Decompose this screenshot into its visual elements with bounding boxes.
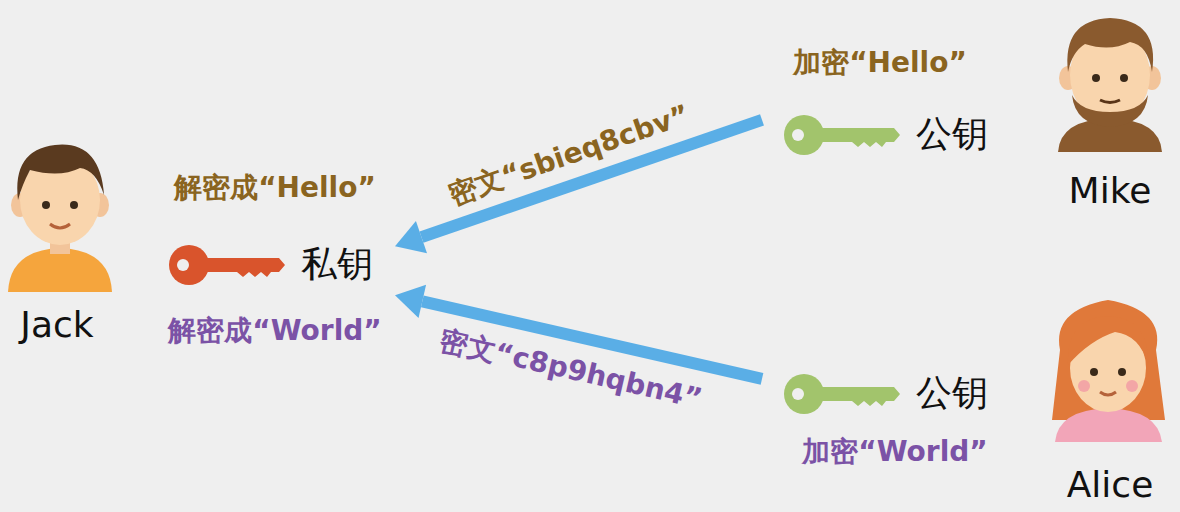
person-name: Jack	[20, 304, 93, 345]
person-name: Alice	[1067, 464, 1154, 505]
key-label: 公钥	[916, 369, 988, 418]
action-note: 加密“Hello”	[793, 44, 967, 82]
alice-figure	[1052, 300, 1165, 442]
ciphertext-label: 密文“c8p9hqbn4”	[436, 322, 706, 419]
key-node: 公钥	[770, 98, 1000, 171]
action-note: 解密成“World”	[168, 312, 381, 350]
key-node: 公钥	[770, 357, 1000, 430]
key-label: 公钥	[916, 110, 988, 159]
mike-figure	[1058, 18, 1162, 152]
key-node: 私钥	[155, 228, 385, 301]
person-name: Mike	[1069, 170, 1152, 211]
key-icon	[167, 243, 287, 287]
action-note: 加密“World”	[802, 433, 987, 471]
key-icon	[782, 113, 902, 157]
jack-figure	[8, 145, 112, 292]
action-note: 解密成“Hello”	[174, 169, 376, 207]
ciphertext-label: 密文“sbieq8cbv”	[443, 96, 694, 214]
key-label: 私钥	[301, 240, 373, 289]
key-icon	[782, 372, 902, 416]
